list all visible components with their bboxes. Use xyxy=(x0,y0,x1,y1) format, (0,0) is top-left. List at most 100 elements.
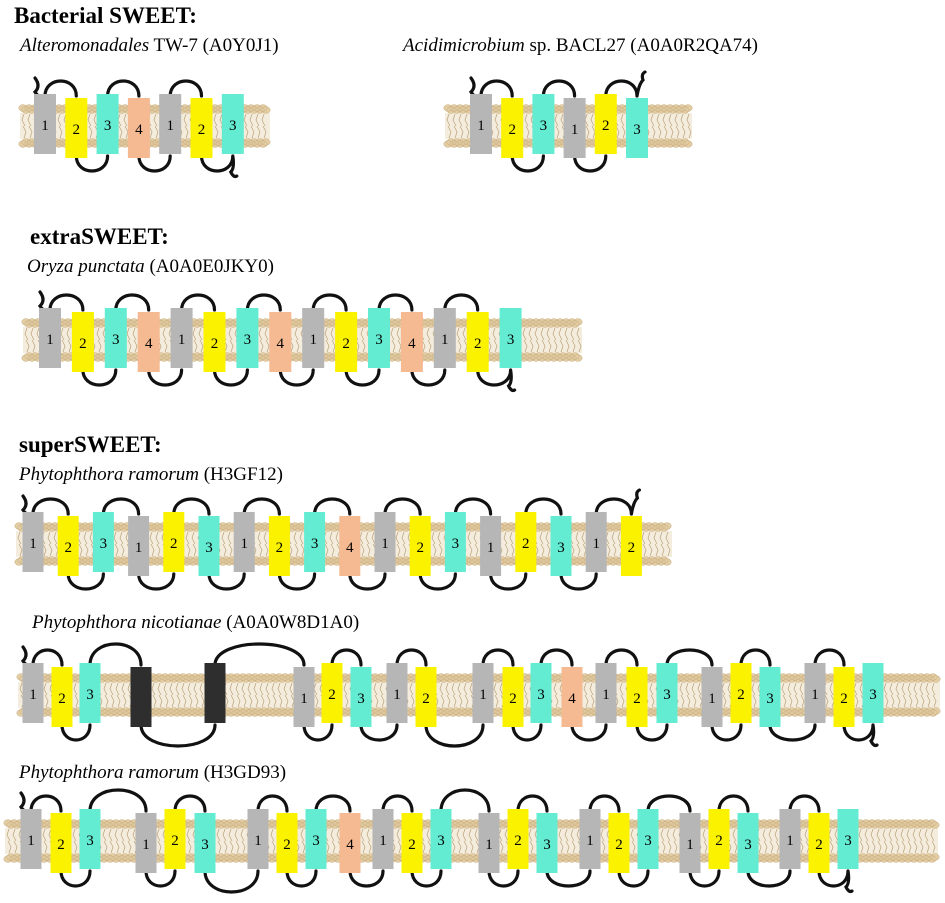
helix-2: 2 xyxy=(51,667,73,727)
helix-number: 3 xyxy=(543,837,551,853)
helix-number: 3 xyxy=(844,833,852,849)
helix-rect xyxy=(305,809,327,869)
helix-number: 3 xyxy=(644,833,652,849)
helix-rect xyxy=(372,809,394,869)
helix-2: 2 xyxy=(708,809,730,869)
helix-number: 1 xyxy=(41,118,49,134)
helix-4: 4 xyxy=(269,312,292,372)
helix-number: 3 xyxy=(375,332,383,348)
helix-number: 3 xyxy=(663,687,671,703)
helix-rect xyxy=(499,308,522,368)
helix-number: 4 xyxy=(408,336,416,352)
label-accession: (H3GD93) xyxy=(198,762,287,783)
helix-number: 2 xyxy=(508,122,516,138)
helix-number: 2 xyxy=(73,122,81,138)
helix-3: 3 xyxy=(550,516,572,576)
helix-number: 1 xyxy=(441,332,449,348)
helix-rect xyxy=(302,308,325,368)
helix-1: 1 xyxy=(293,667,315,727)
helix-number: 4 xyxy=(568,691,576,707)
helix-number: 4 xyxy=(145,336,153,352)
label-accession: (A0A0W8D1A0) xyxy=(221,612,360,633)
helix-1: 1 xyxy=(679,813,701,873)
helix-number: 2 xyxy=(509,691,517,707)
helix-number: 2 xyxy=(615,837,623,853)
helix-number: 2 xyxy=(283,837,291,853)
helix-2: 2 xyxy=(415,667,437,727)
helix-2: 2 xyxy=(65,98,88,158)
heading-bacterial-sweet: Bacterial SWEET: xyxy=(14,3,197,28)
helix-rect xyxy=(65,98,88,158)
loops xyxy=(468,70,647,173)
helix-number: 2 xyxy=(57,837,65,853)
helix-2: 2 xyxy=(276,813,298,873)
helix-rect xyxy=(304,512,326,572)
helix-2: 2 xyxy=(71,312,94,372)
helix-number: 3 xyxy=(201,837,209,853)
helix-1: 1 xyxy=(302,308,325,368)
label-oryza-punctata: Oryza punctata (A0A0E0JKY0) xyxy=(27,257,274,276)
helix-rect xyxy=(96,94,119,154)
helix-3: 3 xyxy=(221,94,244,154)
helix-4: 4 xyxy=(137,312,160,372)
helix-number: 3 xyxy=(540,118,548,134)
helix-2: 2 xyxy=(833,667,855,727)
helix-rect xyxy=(759,667,781,727)
helix-number: 4 xyxy=(346,540,354,556)
helix-rect xyxy=(339,813,361,873)
helix-1: 1 xyxy=(128,516,150,576)
helix-1: 1 xyxy=(159,94,182,154)
helix-number: 3 xyxy=(357,691,365,707)
helix-rect xyxy=(804,663,826,723)
helix-rect xyxy=(620,516,642,576)
label-genus: Phytophthora nicotianae xyxy=(32,612,222,633)
helix-number: 1 xyxy=(487,540,495,556)
helix-number: 3 xyxy=(766,691,774,707)
label-alteromonadales: Alteromonadales TW-7 (A0Y0J1) xyxy=(20,36,279,55)
helix-3: 3 xyxy=(759,667,781,727)
helix-rect xyxy=(50,813,72,873)
helix-3: 3 xyxy=(532,94,555,154)
helix-number: 1 xyxy=(254,833,262,849)
helix-rect xyxy=(466,312,489,372)
helix-3: 3 xyxy=(862,663,884,723)
helix-4: 4 xyxy=(400,312,423,372)
helix-number: 1 xyxy=(477,118,485,134)
helix-3: 3 xyxy=(304,512,326,572)
label-accession: TW-7 (A0Y0J1) xyxy=(149,35,279,56)
loops xyxy=(18,788,854,894)
label-phytophthora-ramorum-h3gf12: Phytophthora ramorum (H3GF12) xyxy=(19,465,283,484)
helix-1: 1 xyxy=(701,667,723,727)
helix-rect xyxy=(779,809,801,869)
helix-3: 3 xyxy=(637,809,659,869)
helix-3: 3 xyxy=(368,308,390,368)
helix-3: 3 xyxy=(626,98,648,158)
helix-2: 2 xyxy=(501,98,524,158)
helix-rect xyxy=(478,813,500,873)
helix-rect xyxy=(190,98,213,158)
helix-rect xyxy=(737,813,759,873)
label-acidimicrobium: Acidimicrobium sp. BACL27 (A0A0R2QA74) xyxy=(403,36,758,55)
helix-number: 2 xyxy=(602,118,610,134)
loop-path xyxy=(18,788,854,894)
helix-number: 3 xyxy=(633,122,641,138)
helix-number: 3 xyxy=(869,687,877,703)
label-accession: (A0A0E0JKY0) xyxy=(144,256,274,277)
helix-rect xyxy=(339,516,361,576)
helix-rect xyxy=(626,98,648,158)
label-genus: Phytophthora ramorum xyxy=(19,762,199,783)
helix-1: 1 xyxy=(480,516,502,576)
helix-3: 3 xyxy=(430,809,452,869)
helix-number: 1 xyxy=(46,332,54,348)
helix-number: 2 xyxy=(815,837,823,853)
helix-1: 1 xyxy=(470,94,492,154)
helix-number: 1 xyxy=(240,536,248,552)
helix-rect xyxy=(561,667,583,727)
helix-number: 2 xyxy=(408,837,416,853)
helix-1: 1 xyxy=(478,813,500,873)
helix-2: 2 xyxy=(808,813,830,873)
helix-number: 3 xyxy=(744,837,752,853)
